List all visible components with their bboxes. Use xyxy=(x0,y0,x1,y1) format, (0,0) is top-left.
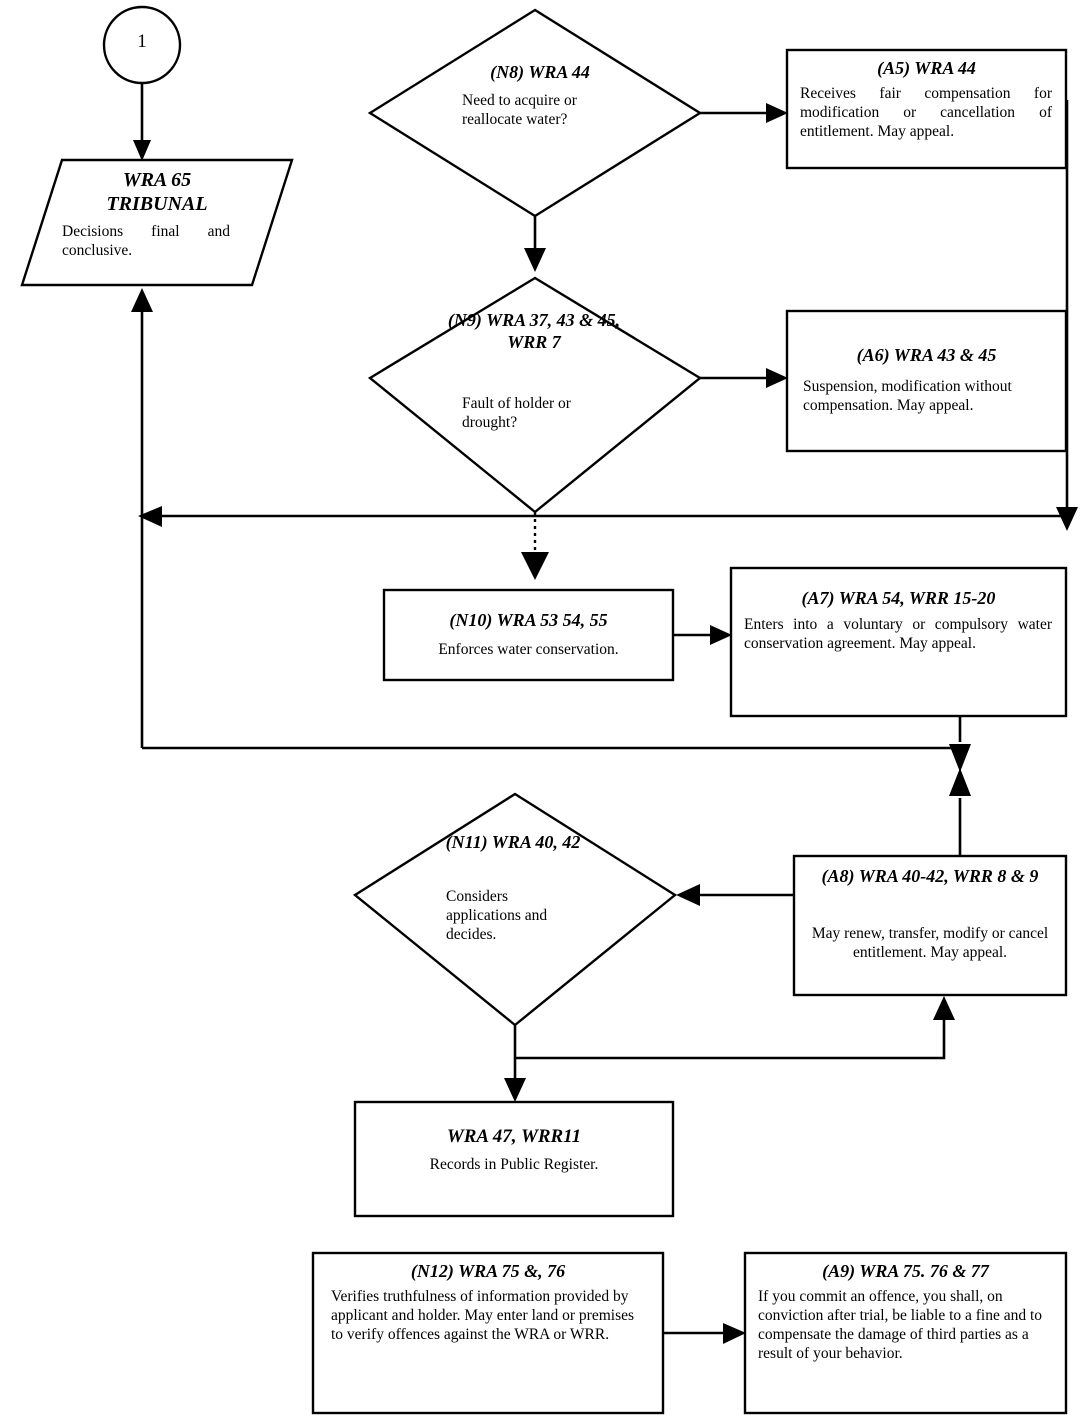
a9-title: (A9) WRA 75. 76 & 77 xyxy=(822,1261,989,1281)
arrowhead-n8-to-a5 xyxy=(766,103,788,123)
n8-title: (N8) WRA 44 xyxy=(490,62,590,82)
shape-a8 xyxy=(792,854,1068,997)
a5-body: Receives fair compensation for modificat… xyxy=(800,85,1052,140)
arrowhead-n10-to-a7 xyxy=(710,625,732,645)
arrowhead-appeal-bus-to-left-spine xyxy=(138,506,162,527)
a9-body: If you commit an offence, you shall, on … xyxy=(758,1288,1043,1362)
a5-title: (A5) WRA 44 xyxy=(877,58,976,78)
arrowhead-right-spine-to-bus xyxy=(1056,507,1078,531)
arrowhead-n9-to-a6 xyxy=(766,368,788,388)
arrowhead-n12-to-a9 xyxy=(723,1323,746,1344)
shape-wra-47 xyxy=(353,1100,675,1218)
shape-a5 xyxy=(785,48,1068,170)
arrowhead-n11-to-wra47 xyxy=(504,1078,526,1102)
n11-title: (N11) WRA 40, 42 xyxy=(445,832,581,852)
arrowhead-a7-down xyxy=(949,744,971,772)
a8-body: May renew, transfer, modify or cancel en… xyxy=(811,925,1049,961)
connector-circle-label: 1 xyxy=(137,31,147,52)
n10-title: (N10) WRA 53 54, 55 xyxy=(449,610,608,630)
tribunal-body: Decisions final and conclusive. xyxy=(62,223,230,259)
shape-n12 xyxy=(311,1251,665,1415)
arrowhead-a8-to-n11 xyxy=(676,884,700,906)
shape-a7 xyxy=(729,566,1068,718)
shape-wra-65-tribunal xyxy=(20,158,294,287)
wra47-title: WRA 47, WRR11 xyxy=(446,1126,582,1147)
shape-n10 xyxy=(382,588,675,682)
arrowhead-n11-to-a8 xyxy=(933,996,955,1020)
arrowhead-a8-up xyxy=(949,768,971,796)
n10-body: Enforces water conservation. xyxy=(438,641,619,658)
wra47-body: Records in Public Register. xyxy=(429,1156,599,1173)
n8-body: Need to acquire or reallocate water? xyxy=(462,92,577,128)
a6-body: Suspension, modification without compens… xyxy=(803,378,1012,414)
edge-n11-to-a8 xyxy=(515,1012,946,1060)
tribunal-title: WRA 65 TRIBUNAL xyxy=(106,169,208,216)
arrowhead-n9-to-n10 xyxy=(521,552,549,580)
shape-a9 xyxy=(743,1251,1068,1415)
a6-title: (A6) WRA 43 & 45 xyxy=(856,345,997,365)
n12-title: (N12) WRA 75 &, 76 xyxy=(410,1261,566,1281)
a7-title: (A7) WRA 54, WRR 15-20 xyxy=(801,588,996,608)
arrowhead-n8-to-n9 xyxy=(524,248,546,272)
n12-body: Verifies truthfulness of information pro… xyxy=(331,1288,635,1343)
arrowhead-left-spine-to-tribunal xyxy=(131,288,153,312)
a7-body: Enters into a voluntary or compulsory wa… xyxy=(744,616,1052,652)
n9-body: Fault of holder or drought? xyxy=(462,395,571,431)
a8-title: (A8) WRA 40-42, WRR 8 & 9 xyxy=(821,866,1039,886)
n11-body: Considers applications and decides. xyxy=(446,888,548,943)
n9-title: (N9) WRA 37, 43 & 45, WRR 7 xyxy=(447,310,621,352)
arrowhead-connector1-to-tribunal xyxy=(133,140,151,161)
